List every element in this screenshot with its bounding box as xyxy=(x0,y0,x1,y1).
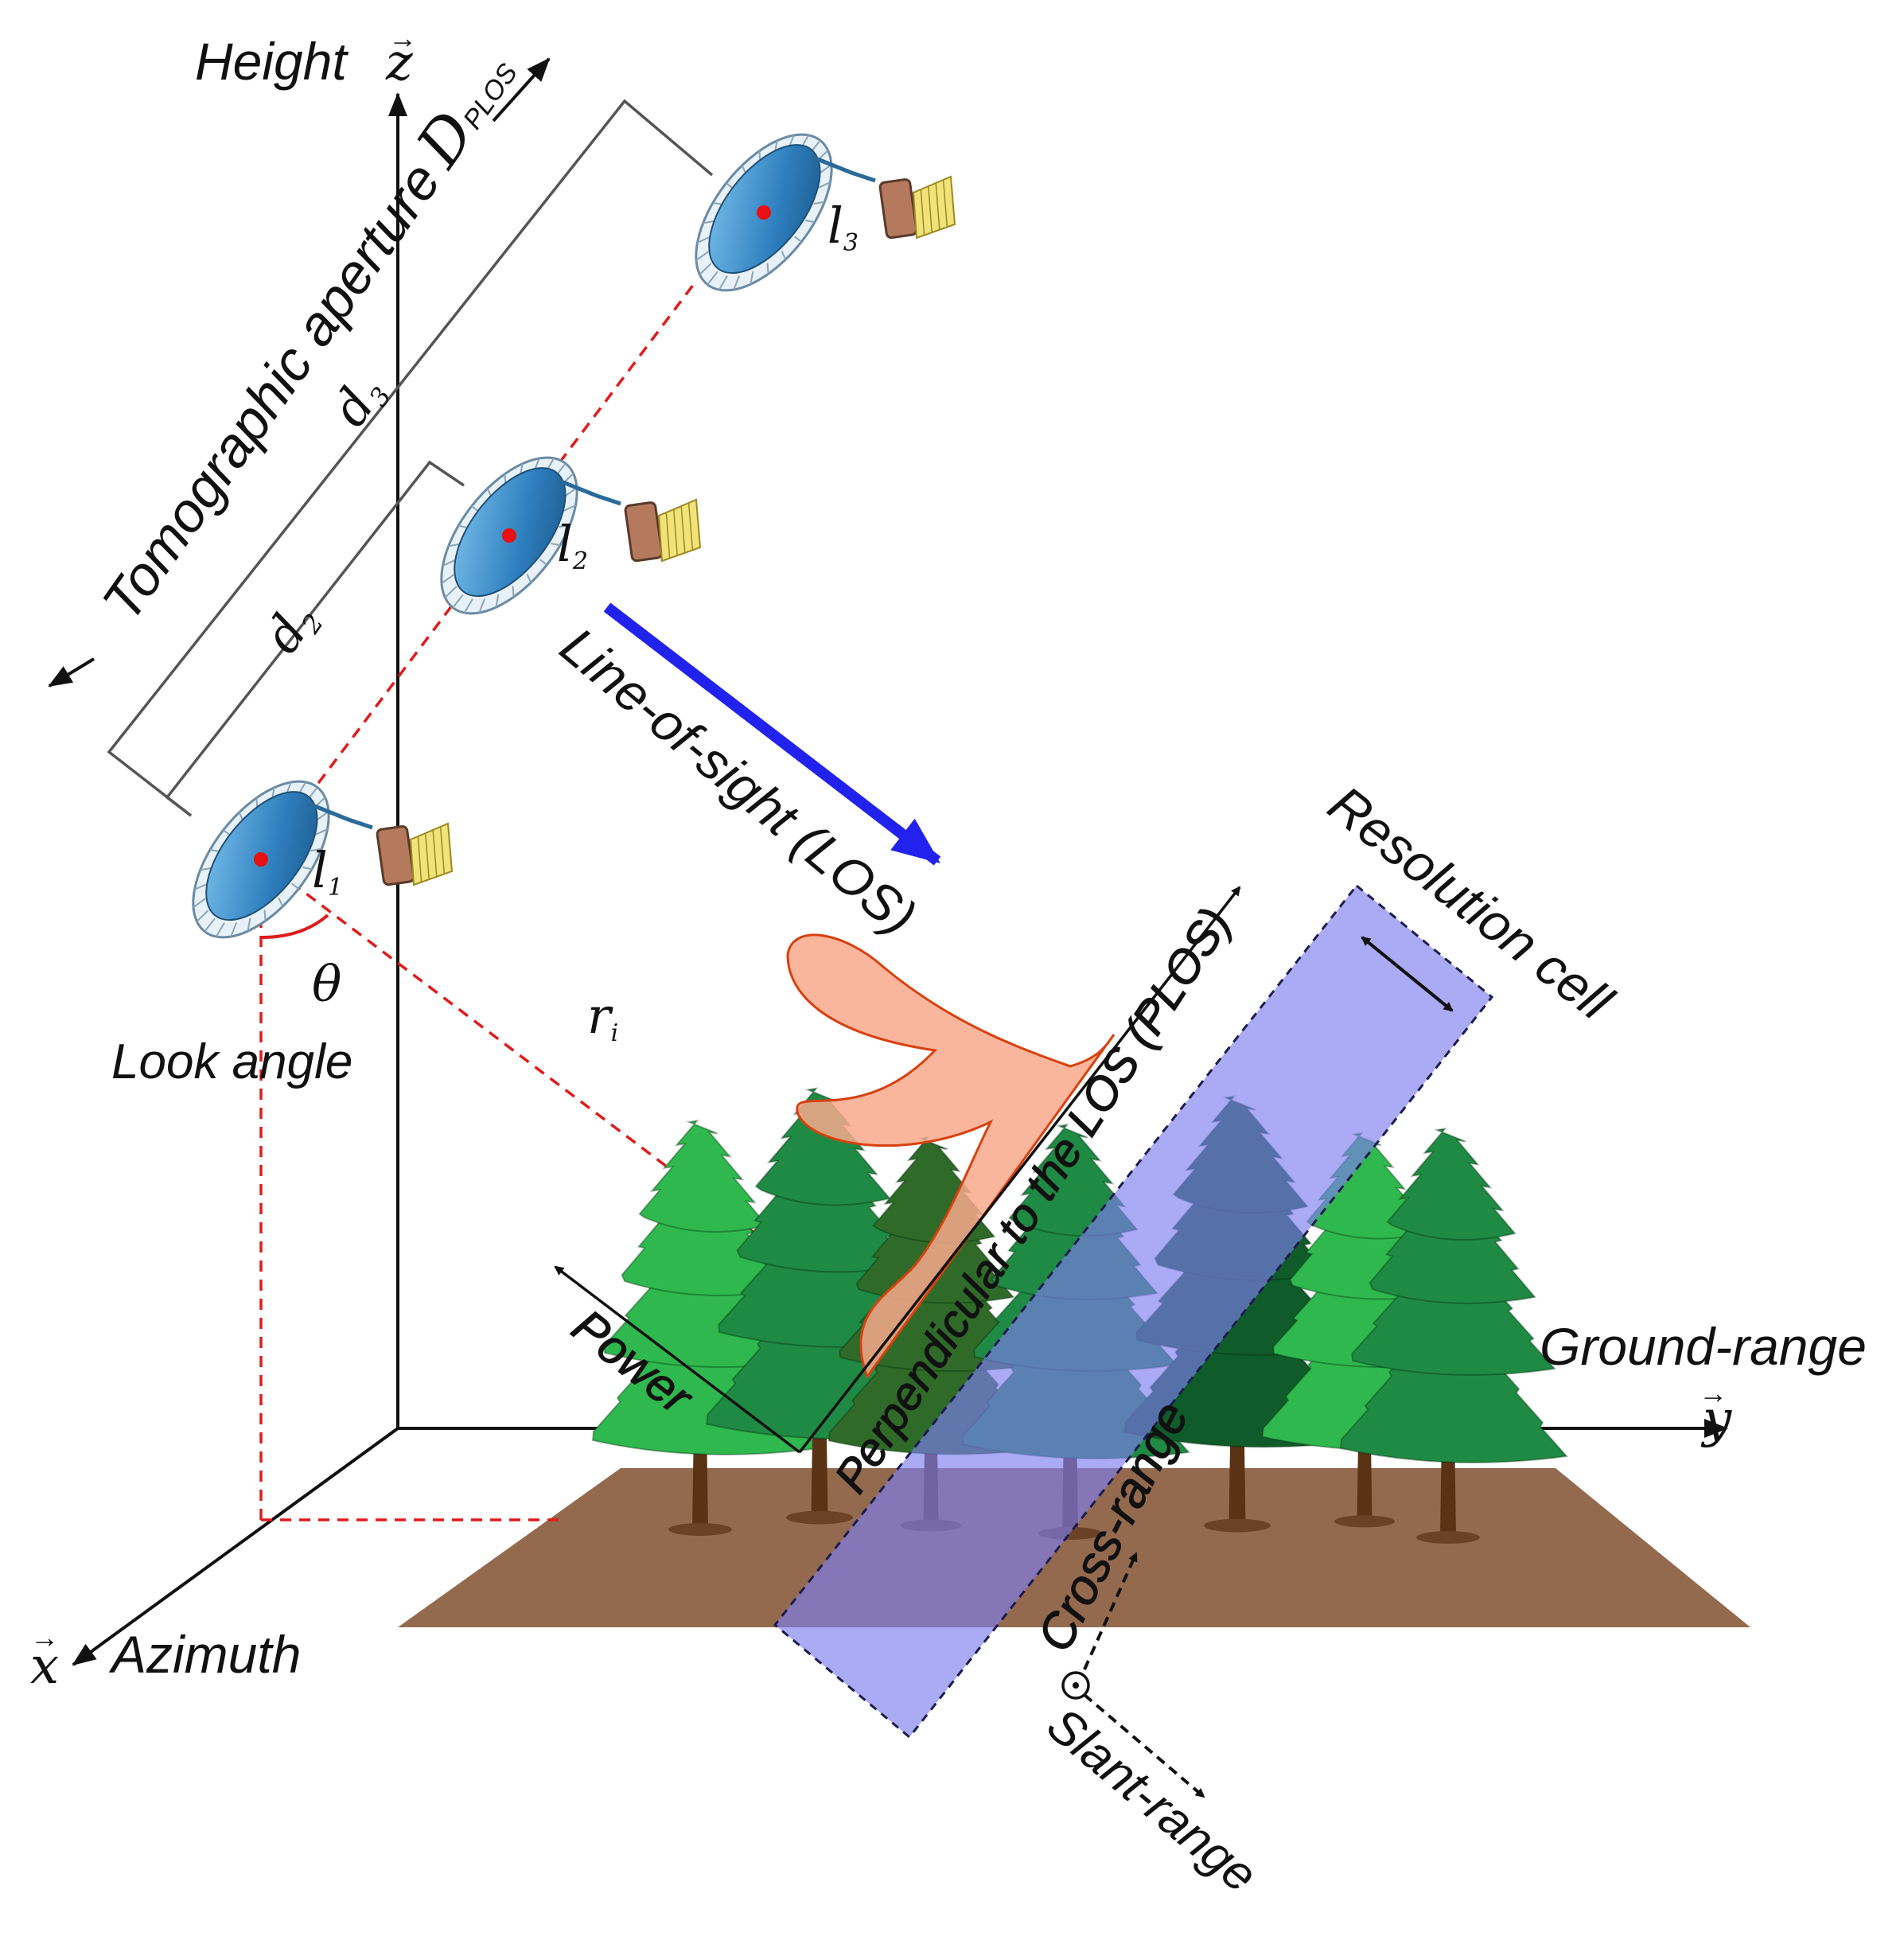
aperture-arrow-upper xyxy=(492,57,551,123)
backscatter-profile xyxy=(786,933,1116,1380)
d3-label: d3 xyxy=(320,364,397,438)
azimuth-label: Azimuth xyxy=(108,1625,301,1684)
tree-canopy xyxy=(1386,1128,1517,1241)
l2-label: l2 xyxy=(557,515,588,575)
geometry-dashed-lines xyxy=(259,279,809,1521)
satellite-1 xyxy=(192,780,454,939)
look-angle-arc xyxy=(260,914,329,939)
d3-bracket xyxy=(107,99,714,817)
ground-range-label: Ground-range xyxy=(1540,1317,1867,1376)
satellite-2 xyxy=(440,456,702,615)
plos-axis xyxy=(798,886,1241,1454)
ground-plane xyxy=(398,1468,1750,1627)
look-angle-label: Look angle xyxy=(111,1034,352,1089)
cross-range-arrow xyxy=(1083,1552,1138,1670)
x-axis xyxy=(72,1427,399,1666)
los-label: Line-of-sight (LOS) xyxy=(550,616,928,946)
plos-axes xyxy=(554,886,1241,1454)
out-of-plane-symbol xyxy=(1061,1671,1090,1700)
phase-center-dot xyxy=(254,852,268,867)
solar-panel xyxy=(912,175,956,240)
l3-label: l3 xyxy=(827,197,859,257)
satellite-3 xyxy=(695,133,956,292)
z-vector-arrow: → xyxy=(388,21,417,54)
y-axis-symbol: y xyxy=(1700,1390,1732,1449)
resolution-width-arrow xyxy=(1361,936,1454,1012)
aperture-arrow-lower xyxy=(48,657,95,688)
range-ri-label: ri xyxy=(587,987,618,1047)
slant-range-label: Slant-range xyxy=(1037,1697,1267,1903)
tree-canopy xyxy=(638,1120,769,1233)
phase-center-dot xyxy=(757,205,771,220)
theta-symbol: θ xyxy=(312,955,341,1013)
x-vector-arrow: → xyxy=(30,1621,59,1654)
satellite-body xyxy=(376,825,415,886)
d3-label-group: d3 xyxy=(320,364,397,438)
los-arrow xyxy=(603,602,941,866)
cross-slant-range-markers xyxy=(1083,1552,1205,1798)
solar-panel xyxy=(657,498,702,563)
los-label-group: Line-of-sight (LOS) xyxy=(550,616,928,946)
z-axis-symbol: z xyxy=(385,33,414,92)
phase-center-dot xyxy=(502,528,516,543)
y-vector-arrow: → xyxy=(1699,1377,1727,1409)
satellite-baseline xyxy=(259,279,698,861)
solar-panel xyxy=(409,822,454,886)
resolution-cell xyxy=(773,883,1494,1739)
satellite-body xyxy=(878,178,918,240)
aperture-brackets xyxy=(107,99,714,817)
slant-range-arrow xyxy=(1083,1693,1205,1798)
d2-label: d2 xyxy=(252,591,329,665)
power-axis xyxy=(554,1265,801,1454)
l1-label: l1 xyxy=(312,841,343,902)
d2-bracket xyxy=(165,460,465,817)
satellites xyxy=(192,133,956,939)
slant-range-label-group: Slant-range xyxy=(1037,1697,1267,1903)
tree-canopy xyxy=(754,1087,892,1206)
height-label: Height xyxy=(195,32,348,91)
satellite-body xyxy=(624,501,664,563)
tree xyxy=(1339,1128,1568,1544)
d2-label-group: d2 xyxy=(252,591,329,665)
x-axis-symbol: x xyxy=(30,1637,59,1696)
